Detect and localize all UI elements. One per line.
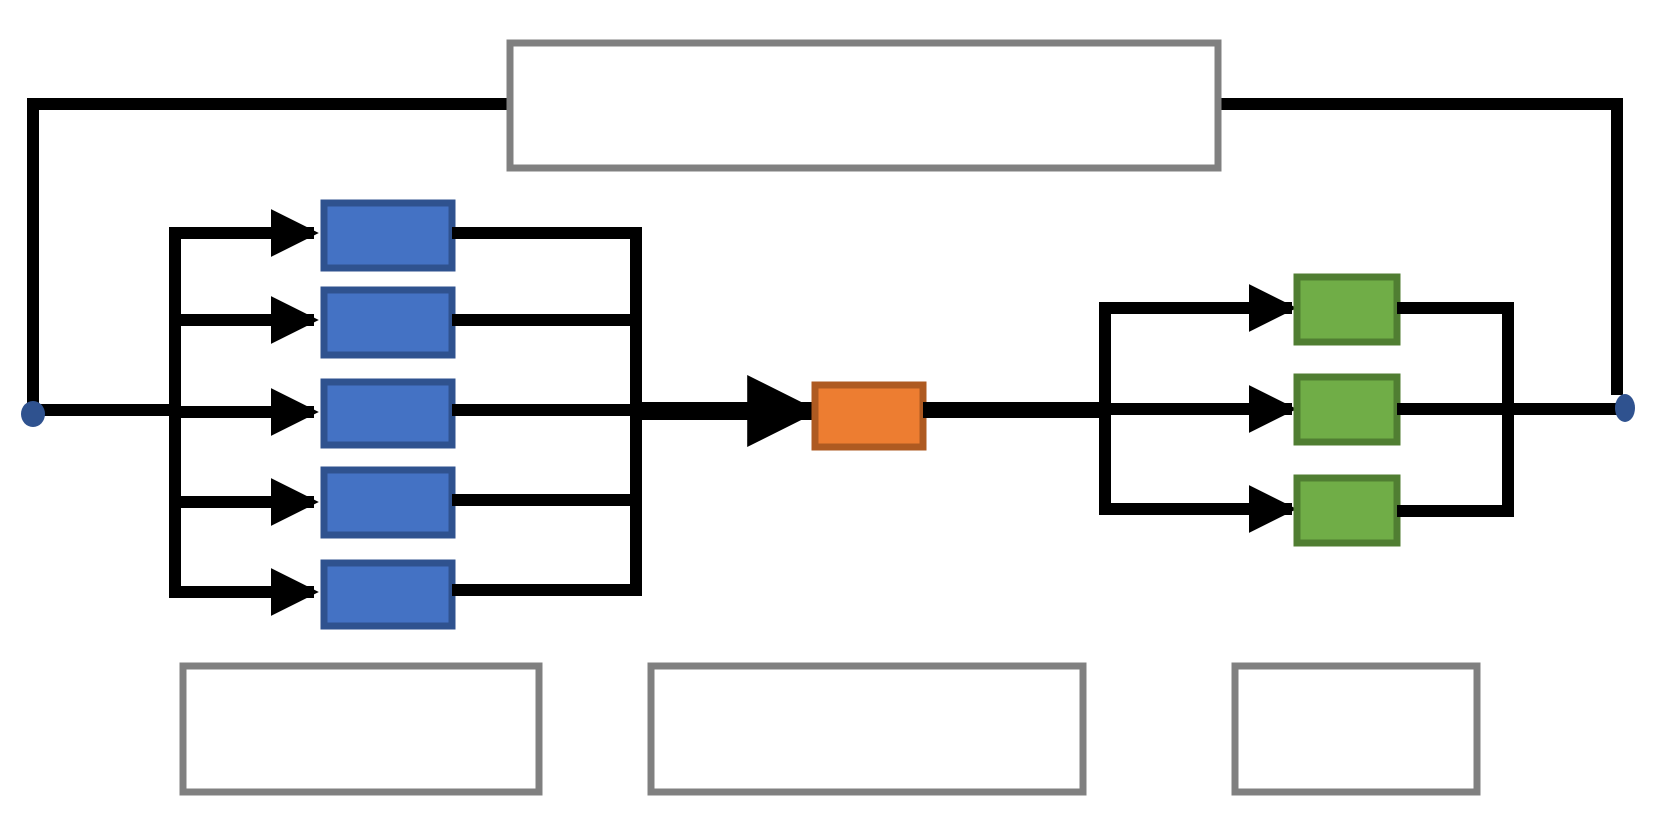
last-stage-node-3 [1293, 474, 1401, 547]
first-stage-node-4 [320, 466, 456, 539]
first-stage-node-3 [320, 378, 456, 449]
last-stage [1293, 273, 1401, 547]
bottom-middle-label-box [647, 662, 1087, 796]
feedback-loop-left [27, 98, 508, 410]
feedback-loop-right [1220, 98, 1623, 395]
first-stage-node-2 [320, 286, 456, 359]
end-endpoint [1615, 394, 1635, 422]
top-label-box [506, 39, 1222, 172]
first-stage-node-1 [320, 199, 456, 272]
bottom-left-label-box [179, 662, 543, 796]
first-stage-node-5 [320, 559, 456, 630]
bottom-right-label-box [1231, 662, 1481, 796]
start-endpoint [21, 401, 45, 427]
last-stage-node-1 [1293, 273, 1401, 346]
middle-stage-node [811, 381, 927, 451]
last-stage-node-2 [1293, 373, 1401, 446]
first-stage [320, 199, 456, 630]
